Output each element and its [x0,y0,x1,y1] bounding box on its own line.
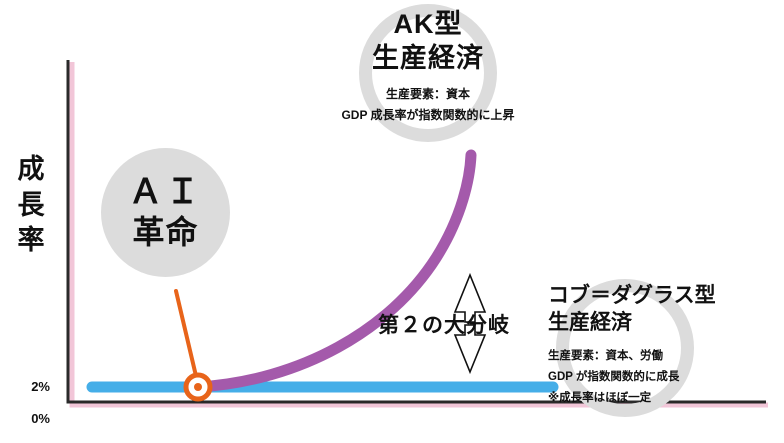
y-tick-label-2pct: 2% [31,379,50,394]
bubble-ai-revolution: ＡＩ 革命 [101,148,230,277]
bubble-ai-line2: 革命 [132,213,199,250]
y-axis-title-char-1: 成 [17,154,45,184]
divergence-arrow-down-icon [453,324,487,375]
bubble-ai-line1: ＡＩ [128,173,203,212]
divergence-label: 第２の大分岐 [378,314,510,337]
label-cd-sub-line3: ※成長率はほぼ一定 [548,391,652,404]
label-cd-sub-line2: GDP が指数関数的に成長 [548,370,680,383]
y-axis-title: 成 長 率 [8,152,54,259]
ai-connector-line [174,289,198,378]
axis-lines [66,60,766,404]
label-cd-title-line1: コブ＝ダグラス型 [548,284,716,307]
label-cd-title-line2: 生産経済 [548,311,632,335]
series-curve-ak [192,149,477,393]
label-cd-sub-line1: 生産要素：資本、労働 [548,349,663,362]
label-ak-sub-line1: 生産要素：資本 [385,86,470,101]
y-axis-title-char-2: 長 [17,189,45,220]
label-ak-title-line2: 生産経済 [372,42,484,73]
branch-point-dot [194,383,202,391]
axis-shadow [69,62,768,408]
label-ak-model: AK型 生産経済 生産要素：資本 GDP 成長率が指数関数的に上昇 [268,8,588,126]
label-ak-title-line1: AK型 [393,9,463,39]
label-ak-sub-line2: GDP 成長率が指数関数的に上昇 [341,108,515,123]
divergence-arrow-up-icon [453,272,487,323]
label-cobb-douglas-model: コブ＝ダグラス型 生産経済 生産要素：資本、労働 GDP が指数関数的に成長 ※… [548,282,784,408]
y-axis-title-char-3: 率 [17,225,45,256]
y-tick-label-0pct: 0% [31,411,50,426]
